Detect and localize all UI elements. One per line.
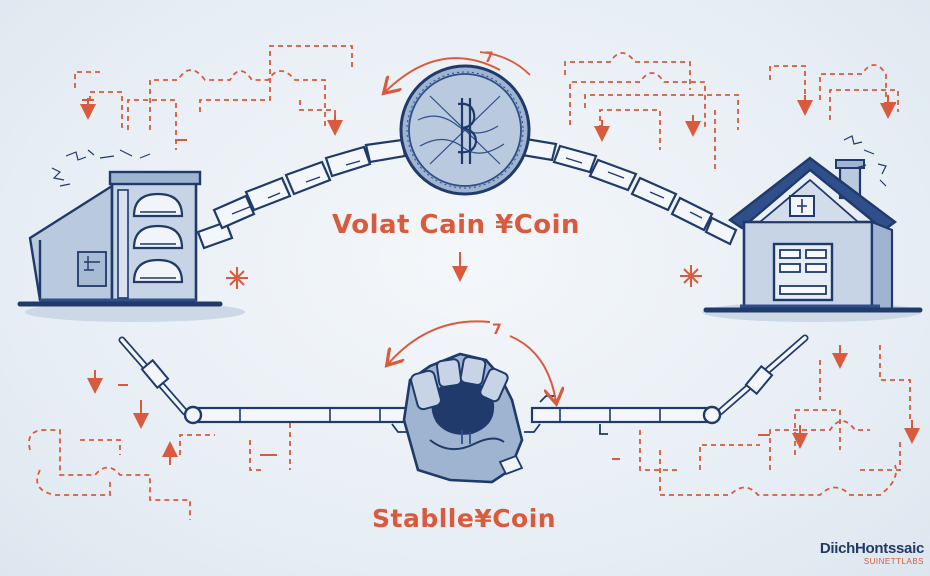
brand-watermark: DiichHontssaic SUINETTLABS [820, 540, 924, 566]
volatile-coin-icon [399, 64, 531, 196]
office-building-icon [17, 149, 223, 307]
hand-holding-coin-icon [402, 352, 524, 484]
top-arc-tail [479, 51, 531, 76]
stable-coin-label: Stablle¥Coin [372, 504, 557, 533]
bottom-arc-arrow-right [509, 335, 556, 402]
small-arrow-markers [80, 95, 920, 465]
left-ground-shadow [25, 302, 245, 322]
bottom-arrow-number: 7 [492, 322, 502, 338]
top-arc-arrow [385, 57, 501, 92]
top-arrow-number: 7 [484, 50, 494, 66]
brand-subtitle: SUINETTLABS [863, 557, 924, 566]
upper-chain-detail [231, 157, 703, 219]
bottom-arc-arrow [388, 320, 491, 364]
lower-link-rails [118, 334, 809, 435]
house-icon [703, 135, 923, 313]
volatile-coin-label: Volat Cain ¥Coin [332, 210, 581, 240]
sparkle-marks [82, 99, 896, 460]
brand-name: DiichHontssaic [819, 540, 924, 557]
upper-chain-links [196, 136, 738, 250]
